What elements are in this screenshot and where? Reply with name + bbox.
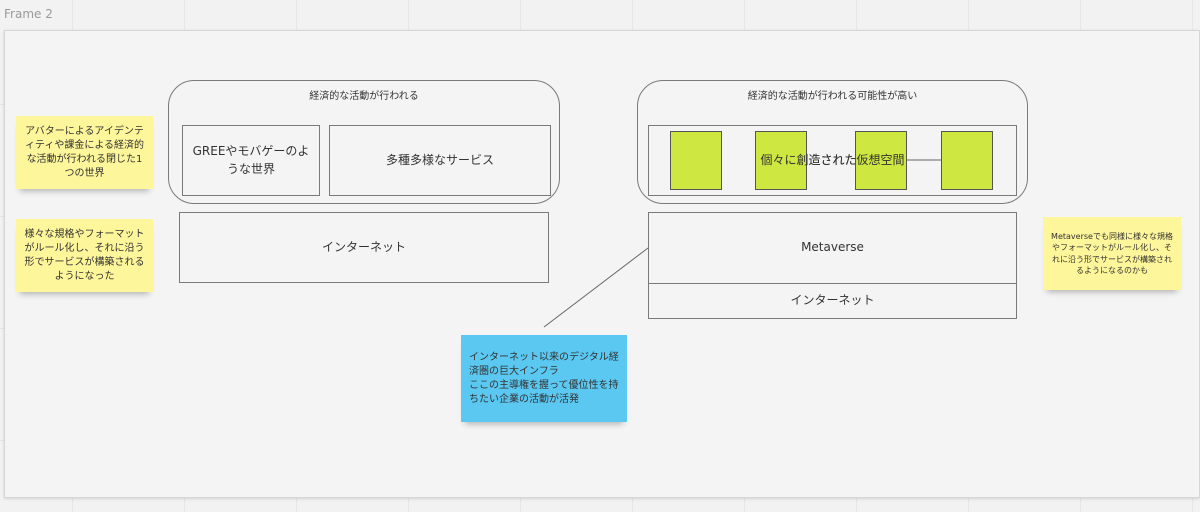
box-internet-right-label: インターネット	[790, 293, 875, 308]
sticky-avatar-note[interactable]: アバターによるアイデンティティや課金による経済的な活動が行われる閉じた1つの世界	[16, 116, 153, 189]
box-metaverse[interactable]: Metaverse	[648, 212, 1017, 284]
right-group-title: 経済的な活動が行われる可能性が高い	[747, 91, 918, 102]
sticky-standards-note-text: 様々な規格やフォーマットがルール化し、それに沿う形でサービスが構築されるようにな…	[24, 228, 145, 282]
left-group-title: 経済的な活動が行われる	[309, 91, 419, 102]
box-services[interactable]: 多種多様なサービス	[329, 125, 551, 196]
box-internet-left-label: インターネット	[321, 239, 406, 254]
sticky-avatar-note-text: アバターによるアイデンティティや課金による経済的な活動が行われる閉じた1つの世界	[24, 125, 145, 179]
virtual-space-square[interactable]	[941, 131, 993, 190]
left-group-container[interactable]: 経済的な活動が行われる	[168, 80, 560, 204]
virtual-space-square[interactable]	[670, 131, 722, 190]
sticky-infra-note[interactable]: インターネット以来のデジタル経済圏の巨大インフラ ここの主導権を握って優位性を持…	[461, 335, 627, 422]
frame-label: Frame 2	[4, 7, 53, 21]
right-group-container[interactable]: 経済的な活動が行われる可能性が高い	[637, 80, 1028, 204]
virtual-space-square[interactable]	[855, 131, 907, 190]
sticky-metaverse-note[interactable]: Metaverseでも同様に様々な規格やフォーマットがルール化し、それに沿う形で…	[1043, 217, 1181, 290]
box-internet-right[interactable]: インターネット	[648, 284, 1017, 319]
box-internet-left[interactable]: インターネット	[179, 212, 549, 283]
sticky-infra-note-line: インターネット以来のデジタル経済圏の巨大インフラ	[469, 351, 619, 377]
sticky-infra-note-line: ここの主導権を握って優位性を持ちたい企業の活動が活発	[469, 379, 619, 405]
virtual-spaces-overlay-label: 個々に創造された仮想空間	[760, 152, 905, 167]
sticky-standards-note[interactable]: 様々な規格やフォーマットがルール化し、それに沿う形でサービスが構築されるようにな…	[16, 219, 153, 292]
box-gree[interactable]: GREEやモバゲーのような世界	[182, 125, 320, 196]
box-metaverse-label: Metaverse	[801, 240, 864, 255]
box-services-label: 多種多様なサービス	[385, 152, 494, 167]
virtual-space-square[interactable]	[755, 131, 807, 190]
virtual-spaces-overlay: 個々に創造された仮想空間	[648, 125, 1017, 196]
sticky-infra-note-text: インターネット以来のデジタル経済圏の巨大インフラ ここの主導権を握って優位性を持…	[469, 351, 619, 407]
connector-infra-line	[543, 247, 649, 328]
sticky-metaverse-note-text: Metaverseでも同様に様々な規格やフォーマットがルール化し、それに沿う形で…	[1051, 232, 1173, 275]
box-gree-label: GREEやモバゲーのような世界	[192, 144, 310, 176]
